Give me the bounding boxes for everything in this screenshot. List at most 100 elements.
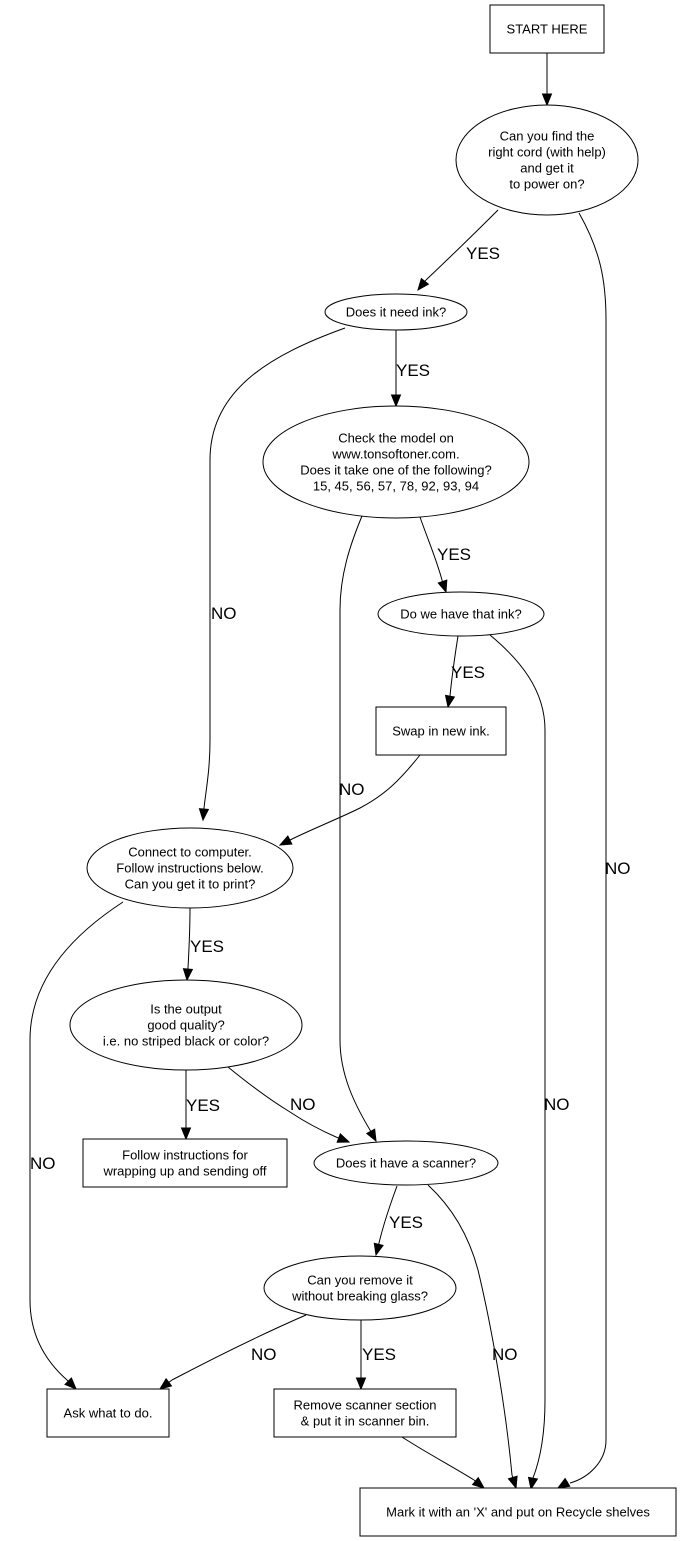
- edge-line: [489, 634, 546, 1479]
- edge-line: [569, 212, 607, 1484]
- decision-ellipse: [324, 293, 468, 331]
- arrowhead-icon: [390, 394, 402, 408]
- arrowhead-icon: [158, 1377, 173, 1390]
- edge-remove-to-ask: [158, 1314, 307, 1390]
- edge-label-no: NO: [290, 1095, 316, 1114]
- node-text-line: i.e. no striped black or color?: [103, 1034, 269, 1049]
- decision-ellipse: [377, 591, 545, 637]
- arrowhead-icon: [278, 835, 293, 846]
- node-text-line: and get it: [520, 161, 574, 176]
- process-box: [489, 4, 605, 54]
- node-ask: Ask what to do.: [46, 1388, 170, 1438]
- edge-cord-to-ink: [417, 209, 499, 292]
- edge-line: [289, 754, 421, 841]
- process-box: [359, 1487, 677, 1537]
- process-box: [46, 1388, 170, 1438]
- edge-line: [378, 1185, 398, 1244]
- edge-line: [339, 515, 371, 1131]
- node-text-line: www.tonsoftoner.com.: [331, 447, 459, 462]
- edge-line: [187, 907, 191, 969]
- node-connect: Connect to computer.Follow instructions …: [86, 827, 294, 909]
- edge-cord-to-recycle: [556, 212, 607, 1489]
- edge-scanner-to-recycle: [427, 1184, 518, 1490]
- node-text-line: Is the output: [150, 1002, 222, 1017]
- node-text-line: Does it need ink?: [346, 305, 446, 320]
- edge-connect-to-ask: [29, 901, 124, 1390]
- edge-model-to-have_ink: [419, 516, 448, 594]
- node-start: START HERE: [489, 4, 605, 54]
- edge-label-no: NO: [544, 1095, 570, 1114]
- edge-line: [425, 209, 499, 281]
- node-scanner: Does it have a scanner?: [313, 1140, 499, 1186]
- node-text-line: START HERE: [507, 22, 588, 37]
- edge-label-no: NO: [30, 1154, 56, 1173]
- edge-connect-to-quality: [182, 907, 194, 982]
- decision-ellipse: [86, 827, 294, 909]
- process-box: [375, 706, 507, 756]
- edge-line: [227, 1066, 337, 1138]
- node-ink: Does it need ink?: [324, 293, 468, 331]
- arrowhead-icon: [444, 694, 456, 709]
- arrowhead-icon: [437, 579, 448, 594]
- edge-line: [29, 901, 124, 1381]
- edge-label-yes: YES: [190, 937, 224, 956]
- edge-line: [401, 1436, 475, 1481]
- node-swap: Swap in new ink.: [375, 706, 507, 756]
- node-text-line: Check the model on: [338, 431, 454, 446]
- edge-model-to-scanner: [339, 515, 377, 1143]
- node-text-line: Can you find the: [500, 129, 595, 144]
- edge-label-yes: YES: [396, 361, 430, 380]
- node-text-line: good quality?: [147, 1018, 224, 1033]
- node-have-ink: Do we have that ink?: [377, 591, 545, 637]
- arrowhead-icon: [507, 1475, 518, 1490]
- edge-label-no: NO: [605, 859, 631, 878]
- arrowhead-icon: [471, 1476, 486, 1489]
- decision-ellipse: [263, 1255, 457, 1321]
- node-text-line: Can you remove it: [307, 1273, 413, 1288]
- edge-label-no: NO: [251, 1345, 277, 1364]
- node-recycle: Mark it with an 'X' and put on Recycle s…: [359, 1487, 677, 1537]
- process-box: [273, 1388, 457, 1438]
- edge-scanner-to-remove: [373, 1185, 398, 1257]
- node-text-line: Swap in new ink.: [392, 724, 490, 739]
- edge-ink-to-model: [390, 330, 402, 408]
- edge-label-yes: YES: [362, 1345, 396, 1364]
- edge-ink-to-connect: [198, 327, 346, 822]
- node-text-line: right cord (with help): [488, 145, 606, 160]
- edge-swap-to-connect: [278, 754, 421, 846]
- node-text-line: wrapping up and sending off: [102, 1164, 266, 1179]
- arrowhead-icon: [64, 1377, 77, 1390]
- decision-ellipse: [69, 979, 303, 1071]
- arrowhead-icon: [355, 1377, 367, 1391]
- arrowhead-icon: [198, 808, 210, 822]
- node-text-line: Can you get it to print?: [125, 877, 256, 892]
- node-text-line: Do we have that ink?: [400, 607, 521, 622]
- edge-label-yes: YES: [437, 545, 471, 564]
- edge-label-yes: YES: [186, 1096, 220, 1115]
- edge-remove-to-scanner_bin: [355, 1320, 367, 1391]
- node-scanner-bin: Remove scanner section& put it in scanne…: [273, 1388, 457, 1438]
- edge-line-tail: [168, 1379, 173, 1383]
- node-model: Check the model onwww.tonsoftoner.com.Do…: [262, 405, 530, 519]
- process-box: [82, 1138, 288, 1188]
- edge-have_ink-to-swap: [444, 635, 459, 709]
- edge-line: [171, 1314, 307, 1381]
- node-text-line: Remove scanner section: [293, 1398, 436, 1413]
- edge-label-no: NO: [492, 1345, 518, 1364]
- edge-label-yes: YES: [451, 663, 485, 682]
- edge-label-no: NO: [211, 604, 237, 623]
- node-text-line: Ask what to do.: [64, 1406, 153, 1421]
- arrowhead-icon: [365, 1128, 377, 1143]
- edge-line: [203, 327, 346, 809]
- edges-layer: [29, 53, 607, 1491]
- decision-ellipse: [455, 104, 639, 216]
- edge-label-yes: YES: [466, 244, 500, 263]
- arrowhead-icon: [541, 93, 553, 107]
- edge-label-no: NO: [339, 780, 365, 799]
- edge-scanner_bin-to-recycle: [401, 1436, 486, 1489]
- edge-line: [427, 1184, 513, 1476]
